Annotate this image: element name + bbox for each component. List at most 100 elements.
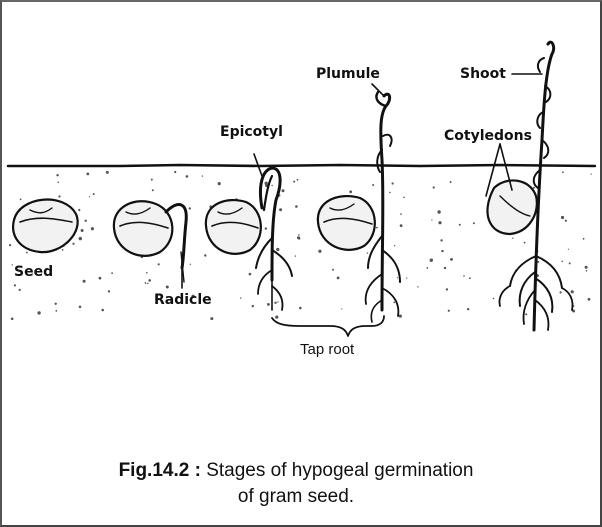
soil-speck (367, 252, 368, 253)
label-radicle: Radicle (154, 292, 212, 308)
soil-speck (437, 210, 440, 213)
soil-speck (79, 306, 82, 309)
label-cotyledons: Cotyledons (444, 128, 532, 144)
soil-speck (210, 317, 213, 320)
soil-speck (9, 244, 11, 246)
soil-speck (493, 298, 495, 300)
label-plumule: Plumule (316, 66, 380, 82)
soil-speck (397, 277, 398, 278)
soil-speck (62, 249, 64, 251)
soil-speck (57, 182, 59, 184)
soil-speck (99, 277, 102, 280)
soil-speck (444, 267, 446, 269)
soil-speck (438, 221, 441, 224)
soil-speck (400, 213, 402, 215)
soil-speck (591, 174, 592, 175)
soil-speck (275, 316, 278, 319)
soil-speck (145, 282, 147, 284)
soil-speck (106, 171, 109, 174)
soil-speck (11, 318, 14, 321)
soil-speck (298, 234, 300, 236)
soil-speck (146, 272, 148, 274)
soil-speck (441, 250, 443, 252)
stage-4-plumule (318, 92, 400, 322)
soil-speck (37, 311, 40, 314)
soil-speck (469, 277, 471, 279)
soil-speck (295, 205, 298, 208)
soil-speck (166, 286, 169, 289)
soil-speck (293, 181, 295, 183)
soil-speck (152, 189, 154, 191)
label-epicotyl: Epicotyl (220, 124, 283, 140)
soil-speck (55, 310, 57, 312)
label-tap-root: Tap root (300, 341, 355, 358)
label-seed: Seed (14, 264, 53, 280)
soil-speck (440, 239, 442, 241)
soil-speck (299, 307, 302, 310)
soil-speck (337, 277, 340, 280)
soil-speck (147, 283, 148, 284)
soil-speck (565, 220, 567, 222)
soil-speck (394, 245, 395, 246)
soil-speck (297, 179, 299, 181)
soil-speck (265, 182, 268, 185)
soil-speck (79, 237, 82, 240)
soil-speck (560, 291, 562, 293)
soil-speck (26, 252, 28, 254)
soil-speck (561, 216, 564, 219)
soil-surface-line (8, 165, 595, 166)
figure-caption-line1: Fig.14.2 : Stages of hypogeal germinatio… (119, 460, 474, 481)
soil-speck (19, 289, 21, 291)
soil-speck (426, 267, 428, 269)
soil-speck (349, 190, 352, 193)
soil-speck (14, 284, 16, 286)
soil-speck (148, 279, 151, 282)
soil-speck (190, 264, 191, 265)
soil-speck (189, 207, 191, 209)
soil-speck (158, 263, 160, 265)
soil-speck (318, 250, 321, 253)
soil-speck (267, 303, 270, 306)
figure-caption-line2: of gram seed. (238, 486, 354, 507)
soil-speck (111, 272, 113, 274)
soil-speck (446, 288, 448, 290)
soil-speck (450, 181, 452, 183)
soil-speck (430, 259, 433, 262)
soil-speck (72, 243, 74, 245)
soil-speck (276, 248, 279, 251)
soil-speck (202, 175, 203, 176)
soil-speck (85, 220, 87, 222)
soil-speck (93, 193, 95, 195)
soil-speck (81, 229, 84, 232)
caption-title: Stages of hypogeal germination (201, 460, 474, 481)
soil-speck (83, 280, 86, 283)
soil-speck (561, 261, 563, 263)
soil-speck (568, 249, 569, 250)
soil-speck (56, 174, 58, 176)
soil-speck (20, 199, 22, 201)
soil-speck (332, 269, 334, 271)
soil-speck (298, 237, 300, 239)
soil-speck (12, 264, 13, 265)
soil-speck (174, 171, 176, 173)
soil-speck (376, 227, 378, 229)
soil-speck (271, 185, 272, 186)
soil-speck (467, 308, 469, 310)
soil-speck (512, 238, 513, 239)
soil-speck (108, 290, 110, 292)
soil-speck (406, 278, 407, 279)
soil-speck (274, 302, 276, 304)
soil-speck (204, 254, 206, 256)
soil-speck (459, 224, 461, 226)
soil-speck (417, 286, 418, 287)
soil-speck (91, 227, 94, 230)
soil-speck (372, 184, 374, 186)
soil-speck (431, 219, 432, 220)
stage-1-seed (13, 200, 78, 253)
soil-speck (585, 266, 588, 269)
soil-speck (537, 261, 539, 263)
soil-speck (403, 197, 405, 199)
soil-speck (341, 308, 342, 309)
soil-speck (571, 290, 574, 293)
soil-speck (583, 238, 585, 240)
